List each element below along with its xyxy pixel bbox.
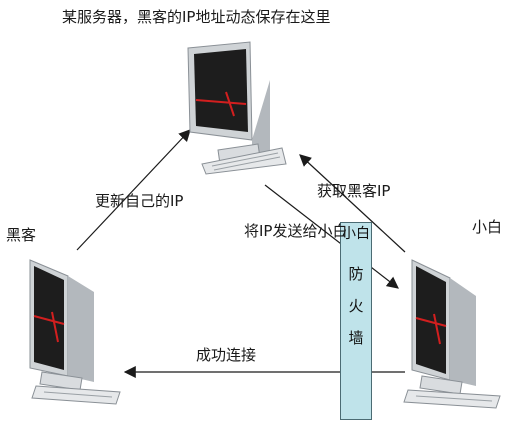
arrow-update-ip: [76, 129, 191, 251]
firewall-label-1: 小白: [342, 226, 370, 242]
arrow-get-ip: [299, 154, 406, 253]
hacker-computer-icon: [29, 259, 121, 405]
firewall-label-2: 防: [348, 265, 364, 283]
arrow-send-ip: [264, 184, 399, 289]
hacker-label: 黑客: [6, 226, 37, 244]
server-caption: 某服务器，黑客的IP地址动态保存在这里: [62, 8, 331, 26]
send-ip-label: 将IP发送给小白: [244, 222, 348, 240]
server-computer-icon: [187, 41, 287, 175]
firewall-label-3: 火: [348, 297, 364, 315]
firewall-label-4: 墙: [348, 329, 364, 347]
xiaobai-label: 小白: [472, 218, 503, 236]
xiaobai-computer-icon: [403, 259, 501, 409]
get-ip-label: 获取黑客IP: [317, 182, 391, 200]
firewall: 小白 防 火 墙: [340, 222, 372, 420]
connect-label: 成功连接: [196, 346, 257, 364]
update-ip-label: 更新自己的IP: [95, 192, 184, 210]
